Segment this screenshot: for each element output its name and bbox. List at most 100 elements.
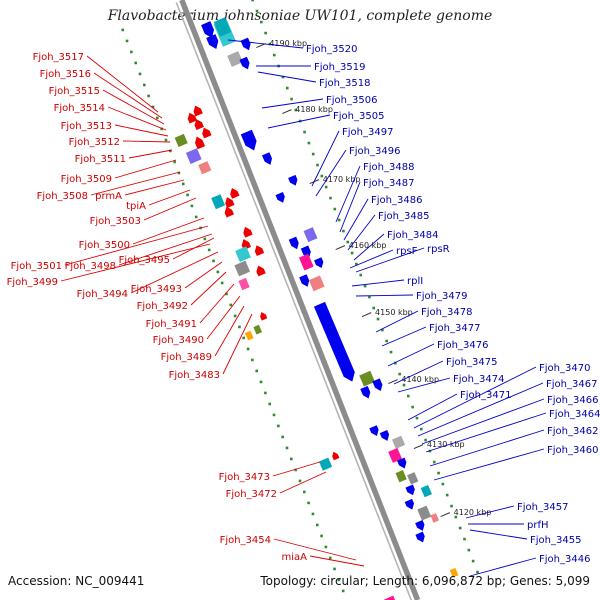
scale-tick bbox=[282, 109, 292, 115]
gene-arrow bbox=[202, 127, 212, 139]
leader-line bbox=[93, 72, 163, 119]
leader-line bbox=[143, 197, 197, 221]
leader-line bbox=[148, 189, 191, 206]
gene-label-right: Fjoh_3471 bbox=[460, 390, 511, 401]
tick-mark bbox=[260, 20, 263, 24]
tick-mark bbox=[233, 314, 237, 318]
tick-mark bbox=[398, 372, 401, 376]
tick-mark bbox=[419, 427, 423, 431]
tick-mark bbox=[337, 578, 341, 582]
tick-mark bbox=[290, 457, 293, 461]
gene-block bbox=[211, 194, 226, 210]
tick-mark bbox=[372, 306, 376, 310]
gene-block bbox=[213, 17, 232, 37]
gene-arrow bbox=[415, 531, 425, 543]
leader-line bbox=[222, 313, 253, 375]
gene-feature bbox=[256, 265, 266, 277]
tick-mark bbox=[333, 567, 336, 571]
leader-line bbox=[227, 39, 304, 49]
gene-block bbox=[388, 447, 403, 463]
leader-line bbox=[347, 214, 376, 251]
gene-feature bbox=[202, 127, 212, 139]
gene-feature bbox=[275, 191, 285, 203]
tick-mark bbox=[476, 570, 479, 574]
gene-label-left: Fjoh_3511 bbox=[75, 154, 126, 165]
gene-arrow bbox=[254, 245, 265, 257]
gene-label-right: rpsR bbox=[427, 244, 450, 255]
tick-mark bbox=[281, 75, 285, 79]
gene-feature bbox=[254, 245, 265, 257]
tick-mark bbox=[207, 248, 211, 252]
features-layer bbox=[174, 17, 459, 600]
gene-block bbox=[244, 330, 254, 341]
gene-arrow bbox=[275, 191, 285, 203]
leader-line bbox=[351, 279, 405, 287]
genome-backbone bbox=[175, 0, 421, 600]
gene-arrow bbox=[299, 274, 310, 287]
tick-mark bbox=[415, 416, 419, 420]
gene-block bbox=[253, 324, 263, 335]
tick-mark bbox=[320, 174, 324, 178]
tick-mark bbox=[407, 394, 410, 398]
tick-mark bbox=[307, 501, 310, 505]
leader-line bbox=[315, 149, 347, 197]
gene-label-left: Fjoh_3515 bbox=[49, 86, 100, 97]
gene-label-left: miaA bbox=[282, 552, 308, 563]
gene-label-right: Fjoh_3506 bbox=[326, 95, 377, 106]
gene-block bbox=[430, 513, 440, 523]
gene-block bbox=[395, 470, 407, 483]
gene-arrow bbox=[240, 37, 251, 51]
gene-label-left: Fjoh_3490 bbox=[153, 335, 204, 346]
tick-mark bbox=[437, 471, 440, 475]
gene-label-right: Fjoh_3484 bbox=[387, 230, 438, 241]
leader-line bbox=[429, 429, 545, 467]
gene-arrow bbox=[225, 197, 235, 208]
tick-mark bbox=[281, 435, 284, 439]
tick-mark bbox=[376, 317, 380, 321]
leader-line bbox=[375, 310, 419, 333]
tick-mark bbox=[255, 9, 259, 13]
gene-label-right: Fjoh_3486 bbox=[371, 195, 422, 206]
gene-block bbox=[449, 567, 459, 578]
leader-line bbox=[421, 398, 545, 445]
gene-label-left: Fjoh_3483 bbox=[169, 370, 220, 381]
leader-line bbox=[335, 165, 361, 223]
gene-label-left: Fjoh_3499 bbox=[7, 277, 58, 288]
tick-mark bbox=[316, 163, 319, 167]
scale-label: 4160 kbp bbox=[349, 241, 387, 250]
gene-block bbox=[227, 51, 243, 67]
tick-mark bbox=[315, 523, 319, 527]
tick-mark bbox=[160, 127, 163, 131]
gene-label-right: Fjoh_3474 bbox=[453, 374, 504, 385]
tick-mark bbox=[264, 31, 267, 35]
tick-mark bbox=[342, 229, 345, 233]
gene-arrow bbox=[224, 206, 235, 218]
tick-mark bbox=[220, 281, 224, 285]
tick-mark bbox=[216, 270, 220, 274]
gene-feature bbox=[415, 520, 425, 531]
tick-mark bbox=[277, 424, 280, 428]
scale-label: 4130 kbp bbox=[427, 440, 465, 449]
leader-line bbox=[469, 557, 537, 577]
gene-arrow bbox=[194, 119, 204, 130]
gene-label-right: prfH bbox=[527, 520, 549, 531]
tick-mark bbox=[238, 325, 241, 329]
accession-text: Accession: NC_009441 bbox=[8, 574, 145, 588]
leader-line bbox=[102, 89, 165, 125]
tick-mark bbox=[203, 237, 207, 241]
gene-feature bbox=[253, 324, 263, 335]
tick-mark bbox=[130, 50, 133, 54]
tick-mark bbox=[368, 295, 371, 299]
gene-feature bbox=[359, 370, 375, 387]
tick-mark bbox=[255, 369, 259, 373]
leader-line bbox=[311, 130, 340, 187]
gene-block bbox=[359, 370, 375, 387]
gene-feature bbox=[240, 37, 251, 51]
leader-line bbox=[279, 471, 327, 494]
tick-mark bbox=[363, 284, 367, 288]
scale-label: 4140 kbp bbox=[401, 375, 439, 384]
tick-mark bbox=[337, 218, 341, 222]
gene-label-right: rpsF bbox=[396, 246, 418, 257]
